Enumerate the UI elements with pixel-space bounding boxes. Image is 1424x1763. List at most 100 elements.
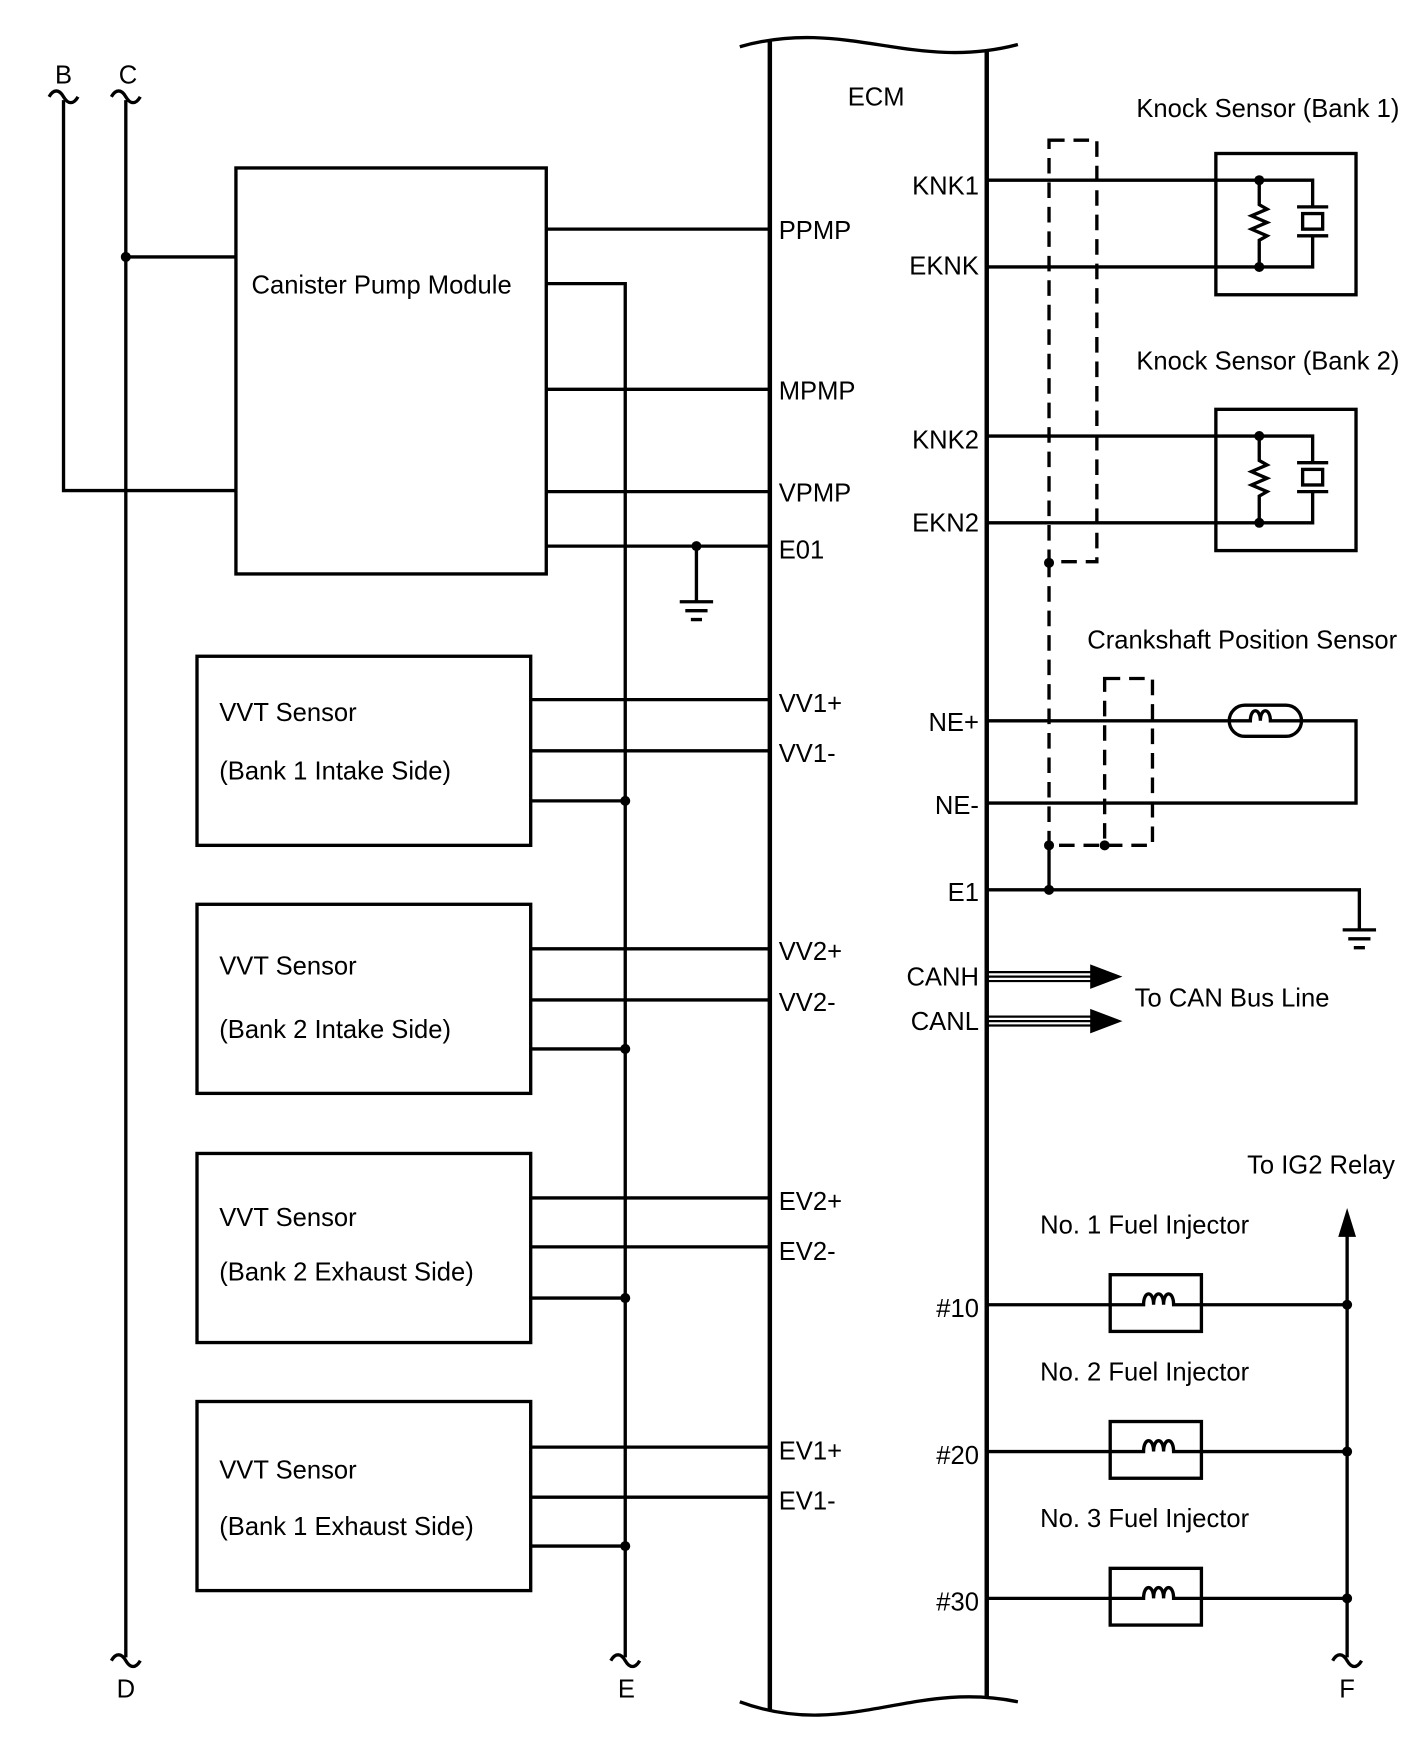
wire-canl <box>986 1015 1096 1027</box>
fuel-injector-label: No. 1 Fuel Injector <box>1040 1212 1249 1240</box>
vvt-sensor-title: VVT Sensor <box>219 1204 357 1232</box>
crankshaft-shield <box>1102 676 1155 848</box>
ground-icon <box>679 546 714 622</box>
harness-b: B <box>47 61 236 493</box>
vvt-sensor-title: VVT Sensor <box>219 1456 357 1484</box>
pin-canh: CANH <box>906 964 978 992</box>
pin-mpmp: MPMP <box>779 377 856 405</box>
pin-vv2m: VV2- <box>779 989 836 1017</box>
ground-icon <box>1342 928 1377 950</box>
knock-sensor-bank1-label: Knock Sensor (Bank 1) <box>1136 95 1399 123</box>
ig2-relay-label: To IG2 Relay <box>1247 1151 1395 1179</box>
pin-e1: E1 <box>948 879 979 907</box>
vvt-sensor-subtitle: (Bank 2 Intake Side) <box>219 1016 451 1044</box>
wire-canh <box>986 971 1096 983</box>
connector-label-d: D <box>117 1675 135 1703</box>
ecm-label: ECM <box>848 84 905 112</box>
wire-break-icon <box>109 1653 142 1669</box>
fuel-injector-2: No. 2 Fuel Injector <box>986 1358 1348 1480</box>
connector-label-e: E <box>618 1675 635 1703</box>
piezo-crystal-icon <box>1300 467 1325 487</box>
fuel-injector-3: No. 3 Fuel Injector <box>986 1505 1348 1627</box>
vvt-sensor-subtitle: (Bank 2 Exhaust Side) <box>219 1258 474 1286</box>
can-bus: To CAN Bus Line <box>986 964 1330 1034</box>
junction-dot <box>1254 517 1265 528</box>
pin-canl: CANL <box>911 1008 979 1036</box>
junction-dot <box>1254 175 1265 186</box>
crankshaft-position-sensor-label: Crankshaft Position Sensor <box>1087 626 1397 654</box>
knock-sensor-bank2-label: Knock Sensor (Bank 2) <box>1136 347 1399 375</box>
vvt-sensor-title: VVT Sensor <box>219 952 357 980</box>
pin-10: #10 <box>936 1295 979 1323</box>
junction-dot <box>1099 840 1110 851</box>
knock-sensor-box <box>1214 151 1358 297</box>
piezo-element-icon <box>1259 434 1329 525</box>
arrow-right-icon <box>1090 1008 1123 1034</box>
arrow-right-icon <box>1090 964 1123 989</box>
can-bus-label: To CAN Bus Line <box>1135 985 1330 1013</box>
ecm-unit: ECM PPMP MPMP VPMP E01 VV1+ VV1- VV2+ VV… <box>739 35 1019 1717</box>
pin-vv1p: VV1+ <box>779 690 842 718</box>
canister-pump-module: Canister Pump Module <box>234 166 770 622</box>
pin-ev2p: EV2+ <box>779 1188 842 1216</box>
connector-label-c: C <box>119 61 137 89</box>
junction-dot <box>1254 431 1265 442</box>
pin-20: #20 <box>936 1442 979 1470</box>
junction-dot <box>1254 261 1265 272</box>
connector-label-b: B <box>55 61 72 89</box>
fuel-injector-1: No. 1 Fuel Injector <box>986 1212 1348 1334</box>
pin-nem: NE- <box>935 792 979 820</box>
coil-icon <box>1110 1439 1202 1454</box>
pin-nep: NE+ <box>928 709 978 737</box>
harness-c-d: C D <box>109 61 236 1703</box>
resistor-icon <box>1247 180 1272 267</box>
ecm-bottom-break <box>739 1695 1019 1717</box>
coil-icon <box>1110 1585 1202 1601</box>
connector-label-f: F <box>1339 1675 1355 1703</box>
knock-sensor-box <box>1214 407 1358 553</box>
coil-icon <box>1110 1292 1202 1307</box>
piezo-crystal-icon <box>1300 211 1325 231</box>
wire-break-icon <box>1331 1653 1364 1669</box>
wire-break-icon <box>609 1653 642 1669</box>
pin-ev1p: EV1+ <box>779 1437 842 1465</box>
vvt-sensor-bank1-intake: VVT Sensor (Bank 1 Intake Side) <box>195 654 770 848</box>
fuel-injector-label: No. 2 Fuel Injector <box>1040 1358 1249 1386</box>
wire-b <box>61 100 236 493</box>
pin-30: #30 <box>936 1589 979 1617</box>
vvt-sensor-subtitle: (Bank 1 Intake Side) <box>219 758 451 786</box>
canister-pump-module-box <box>234 166 548 576</box>
fuel-injector-label: No. 3 Fuel Injector <box>1040 1505 1249 1533</box>
junction-dot <box>1044 840 1055 851</box>
vvt-sensor-bank1-exhaust: VVT Sensor (Bank 1 Exhaust Side) <box>195 1399 770 1593</box>
pin-ev1m: EV1- <box>779 1487 836 1515</box>
canister-pump-module-label: Canister Pump Module <box>252 272 512 300</box>
knock-sensor-bank1 <box>1214 151 1358 297</box>
crankshaft-position-sensor: Crankshaft Position Sensor <box>986 626 1398 805</box>
pin-eknk: EKNK <box>909 253 979 281</box>
pin-knk1: KNK1 <box>912 173 979 201</box>
pin-ev2m: EV2- <box>779 1238 836 1266</box>
vvt-sensor-bank2-exhaust: VVT Sensor (Bank 2 Exhaust Side) <box>195 1151 770 1345</box>
e1-ground <box>986 888 1377 950</box>
pin-vv2p: VV2+ <box>779 938 842 966</box>
arrow-up-icon <box>1338 1207 1357 1237</box>
wire-nem <box>986 719 1358 805</box>
pin-ekn2: EKN2 <box>912 510 979 538</box>
pin-ppmp: PPMP <box>779 217 852 245</box>
junction-dot <box>120 251 131 262</box>
vvt-sensor-subtitle: (Bank 1 Exhaust Side) <box>219 1513 474 1541</box>
knock-shield <box>1047 138 1099 564</box>
pin-e01: E01 <box>779 536 825 564</box>
junction-dot <box>1044 557 1055 568</box>
vvt-sensor-title: VVT Sensor <box>219 699 357 727</box>
resistor-icon <box>1247 436 1272 523</box>
knock-sensor-bank2 <box>1214 407 1358 553</box>
pin-vpmp: VPMP <box>779 480 852 508</box>
wire-break-icon <box>47 89 80 105</box>
ecm-top-break <box>739 35 1019 55</box>
wire-break-icon <box>109 89 142 105</box>
piezo-element-icon <box>1259 178 1329 269</box>
wire-e1 <box>986 888 1362 930</box>
